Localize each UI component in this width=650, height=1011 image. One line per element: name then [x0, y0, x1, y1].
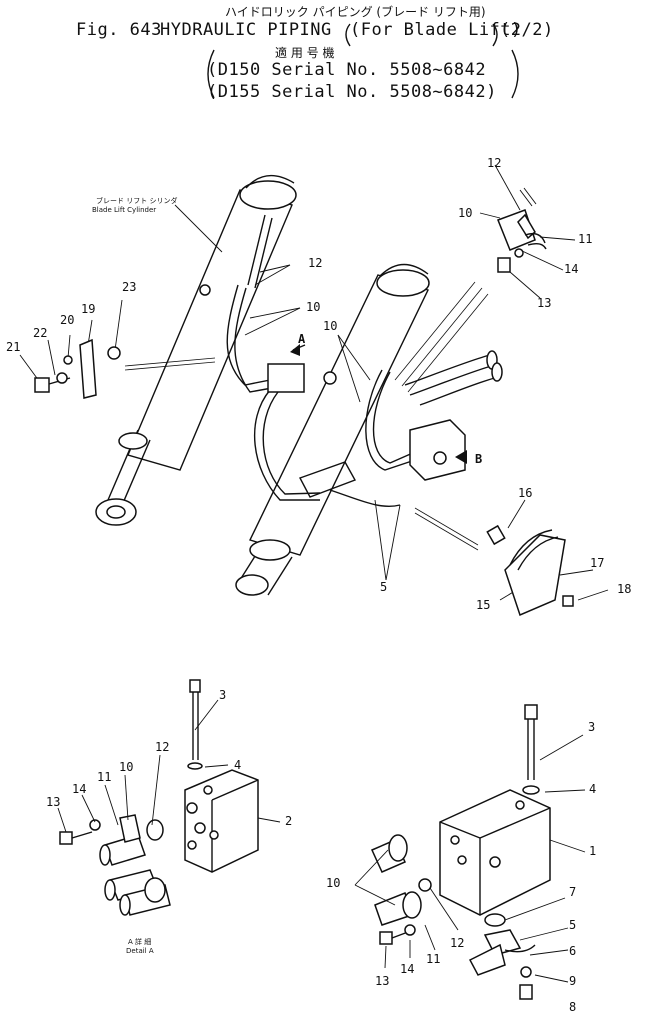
figure-number: Fig. 643	[76, 20, 162, 40]
callout-3: 3	[588, 720, 596, 734]
callout-13: 13	[375, 974, 390, 988]
callout-19: 19	[81, 302, 96, 316]
detail-b-drawing	[371, 704, 551, 1000]
callout-5: 5	[380, 580, 388, 594]
callout-1: 1	[589, 844, 597, 858]
callout-5: 5	[569, 918, 577, 932]
callout-8: 8	[569, 1000, 577, 1011]
callout-2: 2	[285, 814, 293, 828]
hydraulic-tubes	[226, 284, 503, 507]
callout-15: 15	[476, 598, 491, 612]
fitting-assembly-top-right	[497, 187, 547, 273]
callout-10: 10	[326, 876, 341, 890]
callout-10: 10	[323, 319, 338, 333]
callout-14: 14	[400, 962, 415, 976]
clamp-assembly-bottom-right	[486, 524, 574, 617]
callout-11: 11	[426, 952, 441, 966]
sheet-number: (2/2)	[500, 20, 554, 40]
callout-4: 4	[589, 782, 597, 796]
callout-10: 10	[119, 760, 134, 774]
callout-18: 18	[617, 582, 632, 596]
callout-14: 14	[564, 262, 579, 276]
callout-3: 3	[219, 688, 227, 702]
clamp-assembly-left	[34, 338, 121, 399]
callout-12: 12	[155, 740, 170, 754]
valve-block-b-main	[409, 419, 466, 481]
figure-subtitle: (For Blade Lift)	[350, 20, 522, 40]
serial-range-d150: (D150 Serial No. 5508~6842	[207, 60, 487, 80]
callout-9: 9	[569, 974, 577, 988]
callout-20: 20	[60, 313, 75, 327]
callout-6: 6	[569, 944, 577, 958]
frame-hatching	[124, 281, 489, 551]
callout-12: 12	[308, 256, 323, 270]
callout-11: 11	[578, 232, 593, 246]
callout-14: 14	[72, 782, 87, 796]
callout-23: 23	[122, 280, 137, 294]
view-b-arrow-icon	[455, 450, 467, 464]
blade-lift-cylinder-left	[95, 175, 297, 526]
leader-lines-detail-b	[354, 734, 586, 983]
view-b-label: B	[475, 452, 483, 466]
applicable-models-japanese: 適 用 号 機	[275, 46, 335, 60]
detail-a-label-japanese: A 詳 細	[128, 938, 152, 946]
callout-17: 17	[590, 556, 605, 570]
title-japanese: ハイドロリック パイピング (ブレード リフト用)	[225, 5, 486, 19]
callout-21: 21	[6, 340, 21, 354]
detail-a-drawing	[59, 679, 259, 916]
callout-12: 12	[487, 156, 502, 170]
serial-range-d155: (D155 Serial No. 5508~6842)	[207, 82, 497, 102]
valve-block-a-main	[267, 363, 305, 393]
callout-10: 10	[458, 206, 473, 220]
callout-13: 13	[46, 795, 61, 809]
figure-title: HYDRAULIC PIPING	[160, 20, 332, 40]
callout-4: 4	[234, 758, 242, 772]
callout-10: 10	[306, 300, 321, 314]
detail-a-label: Detail A	[126, 947, 154, 955]
callout-13: 13	[537, 296, 552, 310]
callout-7: 7	[569, 885, 577, 899]
cylinder-label-japanese: ブレード リフト シリンダ	[96, 197, 178, 205]
callout-11: 11	[97, 770, 112, 784]
callout-22: 22	[33, 326, 48, 340]
leader-lines-detail-a	[57, 699, 281, 833]
callout-12: 12	[450, 936, 465, 950]
callout-16: 16	[518, 486, 533, 500]
view-a-label: A	[298, 332, 306, 346]
blade-lift-cylinder-right	[235, 263, 430, 596]
cylinder-label: Blade Lift Cylinder	[92, 206, 157, 214]
